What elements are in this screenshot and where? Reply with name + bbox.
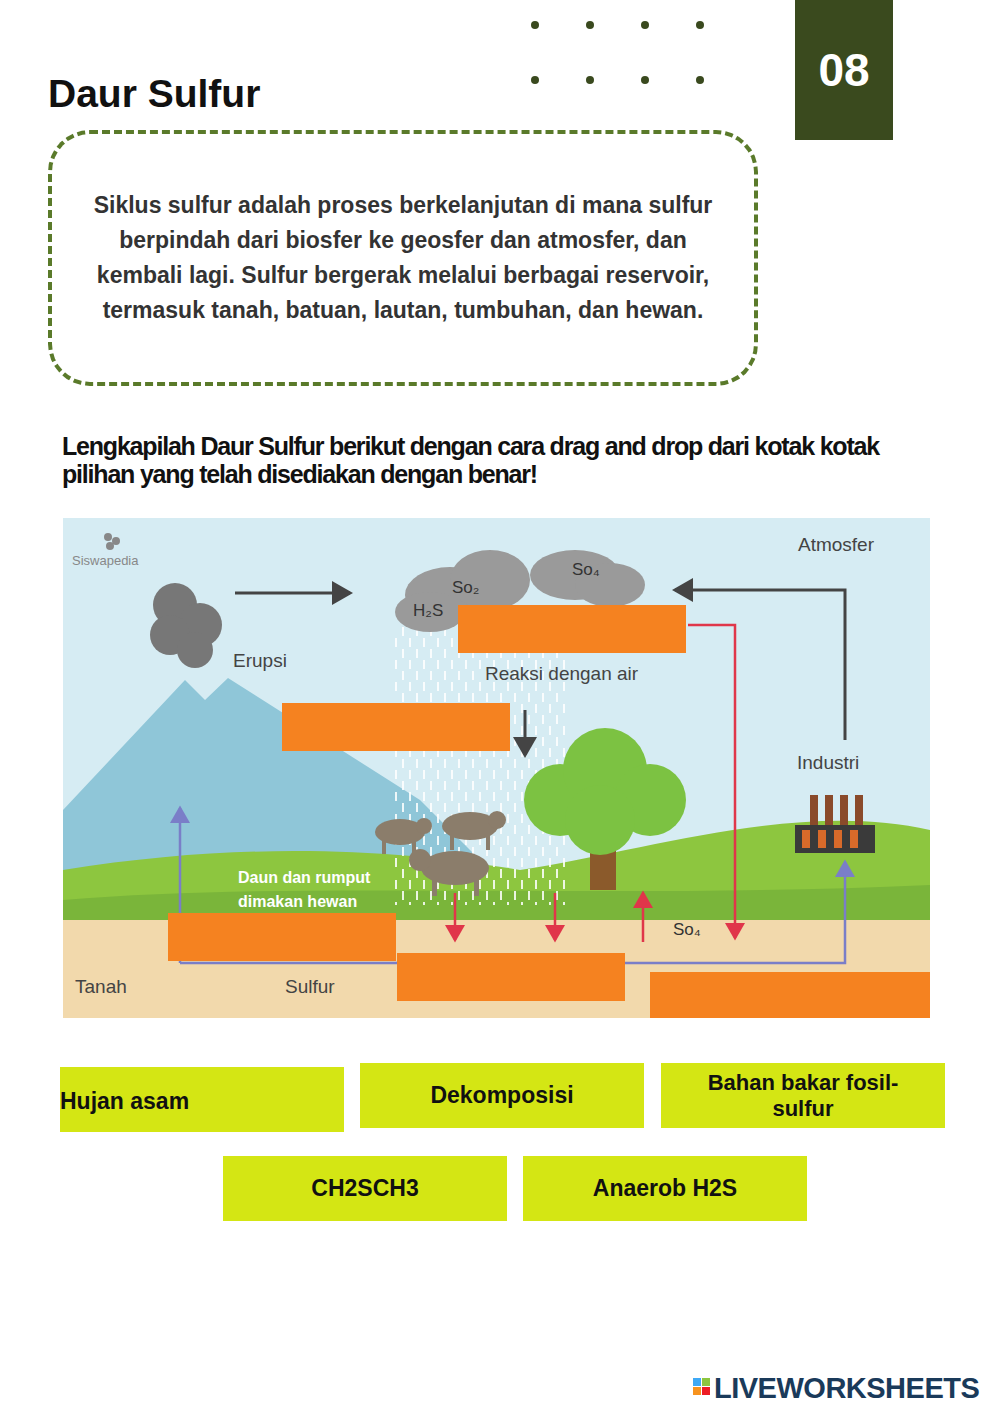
region-label: Sulfur xyxy=(285,976,335,998)
box-text: Anaerob H2S xyxy=(593,1175,737,1202)
option-card: Hujan asam xyxy=(60,1067,344,1132)
page-title: Daur Sulfur xyxy=(48,72,260,116)
box-text: Hujan asam xyxy=(60,1088,189,1115)
option-card: Dekomposisi xyxy=(360,1063,644,1128)
region-label: Atmosfer xyxy=(798,534,874,556)
chemical-label: So₄ xyxy=(673,920,701,940)
region-label: Tanah xyxy=(75,976,127,998)
option-card: Anaerob H2S xyxy=(523,1156,807,1221)
intro-box: Siklus sulfur adalah proses berkelanjuta… xyxy=(48,130,758,386)
region-label: Industri xyxy=(797,752,859,774)
option-card: Bahan bakar fosil-sulfur xyxy=(661,1063,945,1128)
page-number-box: 08 xyxy=(795,0,893,140)
chemical-label: So₂ xyxy=(452,578,479,598)
box-text: 08 xyxy=(818,43,869,97)
box-text: Siklus sulfur adalah proses berkelanjuta… xyxy=(76,188,730,328)
instruction-text: Lengkapilah Daur Sulfur berikut dengan c… xyxy=(62,432,952,488)
watermark: Siswapedia xyxy=(72,553,139,568)
box-text: Bahan bakar fosil-sulfur xyxy=(681,1070,925,1122)
box-text: CH2SCH3 xyxy=(311,1175,418,1202)
brand-watermark: LIVEWORKSHEETS xyxy=(714,1372,979,1405)
chemical-label: H₂S xyxy=(413,601,443,621)
box-text: Dekomposisi xyxy=(430,1082,573,1109)
option-card: CH2SCH3 xyxy=(223,1156,507,1221)
chemical-label: So₄ xyxy=(572,560,600,580)
process-label: Erupsi xyxy=(233,650,287,672)
process-label: Daun dan rumput dimakan hewan xyxy=(238,866,418,914)
process-label: Reaksi dengan air xyxy=(485,663,638,685)
